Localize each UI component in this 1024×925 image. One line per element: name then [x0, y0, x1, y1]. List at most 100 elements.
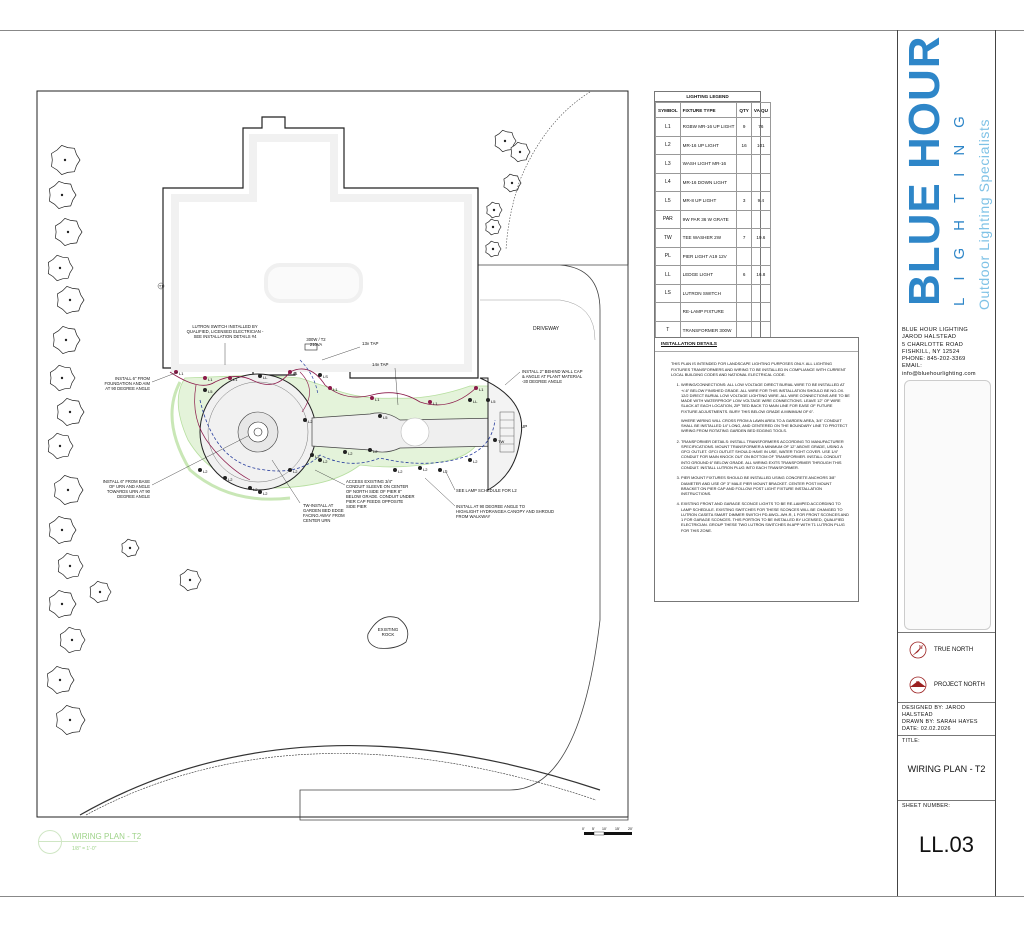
tree-icon [57, 397, 85, 427]
svg-text:UP: UP [521, 424, 527, 429]
fixture-tag: LL [263, 375, 268, 380]
project-north: N PROJECT NORTH [908, 675, 994, 695]
legend-symbol: L5 [655, 191, 681, 211]
stamp-area [904, 380, 991, 630]
transformer-icon [304, 343, 318, 351]
annotation-tap14: 14v TAP [372, 362, 389, 367]
legend-qty [736, 154, 752, 174]
legend-va: 19.6 [750, 228, 771, 248]
svg-text:15': 15' [615, 827, 620, 831]
shrub-icon [485, 240, 502, 258]
svg-text:10': 10' [602, 827, 607, 831]
tree-icon [49, 515, 77, 545]
transformer-t1-icon [157, 282, 165, 290]
fixture-tag: L2 [263, 491, 268, 496]
wire-blue [199, 399, 496, 472]
sheet-border-top [0, 30, 1024, 31]
tree-icon [53, 325, 81, 355]
legend-symbol: LL [655, 265, 681, 285]
driveway-outline [299, 264, 629, 821]
details-intro: THIS PLAN IS INTENDED FOR LANDSCAPE LIGH… [671, 361, 846, 377]
legend-va [750, 154, 771, 174]
legend-fixture-type: MR-8 UP LIGHT [679, 191, 738, 211]
legend-fixture-type: MR-16 UP LIGHT [679, 135, 738, 155]
front-steps [479, 377, 523, 491]
tree-icon [179, 568, 202, 592]
fixture-tag: L2 [473, 459, 478, 464]
fixture-tag: L2 [293, 469, 298, 474]
legend-va: 101 [750, 135, 771, 155]
legend-qty [736, 209, 752, 229]
fixture-icon: L2 [393, 468, 403, 474]
details-item: EXISTING FRONT AND GARAGE SCONCE LIGHTS … [681, 501, 850, 533]
legend-qty [736, 172, 752, 192]
shrub-icon [503, 173, 522, 193]
sheet-title: WIRING PLAN - T2 [907, 764, 986, 774]
shrub-icon [494, 129, 517, 153]
legend-qty: 3 [736, 191, 752, 211]
fixture-icon: L1 [203, 376, 213, 382]
fixture-icon: LL [468, 398, 478, 404]
tree-icon [121, 538, 140, 558]
fixture-tag: LL [473, 399, 478, 404]
fixture-icon: LS [318, 373, 328, 379]
shrub-icon [486, 201, 503, 219]
plan-title: WIRING PLAN - T2 [72, 832, 142, 841]
legend-header-symbol: SYMBOL [655, 102, 681, 118]
legend-va: 9.4 [750, 191, 771, 211]
legend-symbol: L3 [655, 154, 681, 174]
fixture-tag: L2 [323, 459, 328, 464]
legend-va [750, 209, 771, 229]
legend-qty: 7 [736, 228, 752, 248]
tree-icon [49, 589, 77, 619]
fixture-icon: L5 [486, 398, 496, 404]
company-logo: BLUE HOUR LIGHTING Outdoor Lighting Spec… [900, 35, 992, 310]
annotation-behind-wall: INSTALL 2" BEHIND WALL CAP& ANGLE AT PLA… [522, 369, 583, 384]
annotation-driveway: DRIVEWAY [533, 326, 560, 332]
fixture-tag: L1 [179, 371, 184, 376]
fixture-icon: LL [258, 374, 268, 380]
fixture-icon: L2 [223, 476, 233, 482]
fixture-icon: L1 [228, 376, 238, 382]
fixture-icon: L5 [378, 414, 388, 420]
company-info: BLUE HOUR LIGHTING JAROD HALSTEAD 5 CHAR… [902, 327, 976, 377]
svg-text:5': 5' [592, 827, 595, 831]
fixture-icon: L1 [288, 370, 298, 376]
details-item: PIER MOUNT FIXTURES SHOULD BE INSTALLED … [681, 475, 850, 496]
sheet-number: LL.03 [918, 832, 975, 857]
fixture-tag: L1 [333, 387, 338, 392]
tree-icon [57, 285, 85, 315]
fixture-icon: L2 [468, 458, 478, 464]
property-path [505, 91, 591, 251]
legend-fixture-type: RE-LAMP FIXTURE [679, 302, 738, 322]
fixture-icon: L2 [303, 418, 313, 424]
logo-brand-sub: LIGHTING [951, 99, 968, 306]
title-block: BLUE HOUR LIGHTING Outdoor Lighting Spec… [897, 30, 996, 896]
fixture-icon: L2 [343, 450, 353, 456]
lawn-edge-inner [85, 753, 597, 816]
tree-icon [51, 144, 81, 176]
fixture-tag: L2 [348, 451, 353, 456]
fixture-icon: TW [493, 438, 504, 444]
legend-title: LIGHTING LEGEND [655, 92, 760, 102]
legend-fixture-type: WASH LIGHT MR-16 [679, 154, 738, 174]
fixture-tag: TW [498, 439, 504, 444]
legend-fixture-type: LEDGE LIGHT [679, 265, 738, 285]
fixture-tag: L2 [315, 454, 320, 459]
legend-qty [736, 302, 752, 322]
tree-line [47, 144, 202, 736]
scale-bar: 0' 5' 10' 15' 20' [582, 827, 633, 836]
fixture-icon: L2 [418, 466, 428, 472]
tree-icon [57, 552, 84, 580]
legend-qty: 9 [736, 117, 752, 137]
legend-header-qty: QTY [736, 102, 752, 118]
fixture-tag: L2 [203, 469, 208, 474]
legend-va [750, 283, 771, 303]
